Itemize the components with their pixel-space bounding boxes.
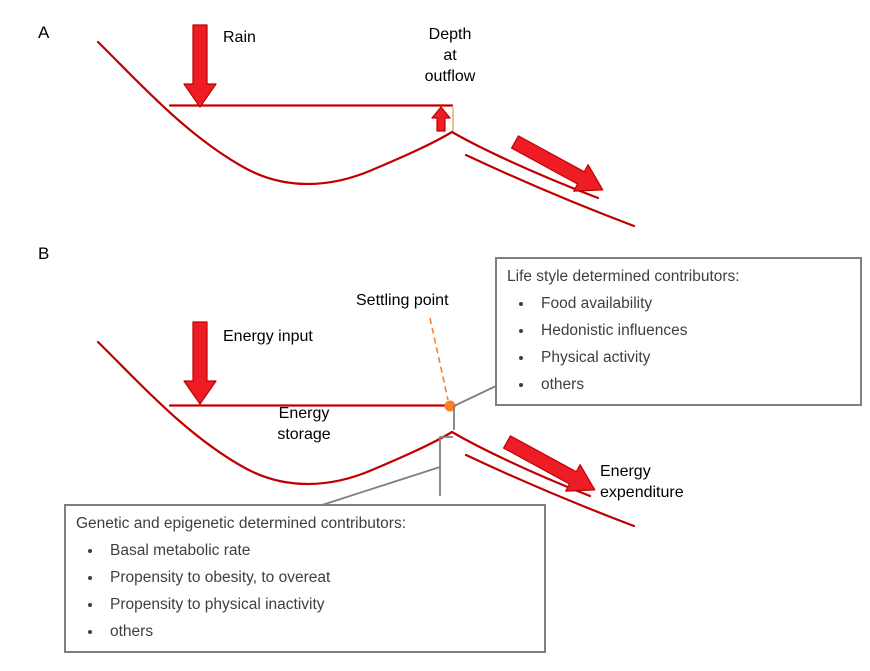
energy-expenditure-label: Energy expenditure xyxy=(600,461,720,503)
energy-storage-label: Energy storage xyxy=(256,403,352,445)
genetic-contributors-box: Genetic and epigenetic determined contri… xyxy=(64,504,546,653)
lifestyle-box-connector-line xyxy=(453,385,497,430)
energy-storage-line-2: storage xyxy=(277,426,331,443)
rain-label: Rain xyxy=(223,29,256,46)
energy-expenditure-line-1: Energy xyxy=(600,463,651,480)
settling-point-label: Settling point xyxy=(356,292,449,309)
lifestyle-item: Food availability xyxy=(534,290,850,317)
genetic-box-title: Genetic and epigenetic determined contri… xyxy=(76,515,407,532)
energy-expenditure-line-2: expenditure xyxy=(600,484,684,501)
outflow-channel-line-a xyxy=(464,153,636,228)
depth-label-line-2: at xyxy=(443,47,457,64)
depth-at-outflow-label: Depth at outflow xyxy=(408,24,492,87)
outflow-channel-line-b xyxy=(464,453,636,528)
genetic-item: Propensity to physical inactivity xyxy=(103,591,534,618)
panel-b-letter: B xyxy=(38,244,50,263)
settling-point-dashed-line xyxy=(429,317,449,401)
lifestyle-item: Hedonistic influences xyxy=(534,317,850,344)
depth-label-line-3: outflow xyxy=(424,68,476,85)
lifestyle-box-list: Food availability Hedonistic influences … xyxy=(507,290,850,398)
basin-curve-a xyxy=(96,40,600,200)
lifestyle-contributors-box: Life style determined contributors: Food… xyxy=(495,257,862,406)
genetic-item: others xyxy=(103,618,534,645)
genetic-item: Propensity to obesity, to overeat xyxy=(103,564,534,591)
energy-input-label: Energy input xyxy=(223,328,313,345)
basin-curve-b xyxy=(96,340,592,498)
rain-arrow-icon xyxy=(183,24,217,108)
panel-a-letter: A xyxy=(38,23,50,42)
lifestyle-box-title: Life style determined contributors: xyxy=(507,268,740,285)
settling-point-dot xyxy=(444,400,456,412)
hump-height-bracket xyxy=(439,436,453,496)
depth-label-line-1: Depth xyxy=(428,26,472,43)
depth-at-outflow-arrow-icon xyxy=(431,106,451,132)
lifestyle-item: Physical activity xyxy=(534,344,850,371)
genetic-box-list: Basal metabolic rate Propensity to obesi… xyxy=(76,537,534,645)
energy-storage-line-1: Energy xyxy=(278,405,330,422)
genetic-box-connector-line xyxy=(321,466,441,506)
outflow-arrow-a-icon xyxy=(511,135,604,192)
lifestyle-item: others xyxy=(534,371,850,398)
energy-input-arrow-icon xyxy=(183,321,217,405)
energy-expenditure-arrow-icon xyxy=(503,435,596,492)
genetic-item: Basal metabolic rate xyxy=(103,537,534,564)
